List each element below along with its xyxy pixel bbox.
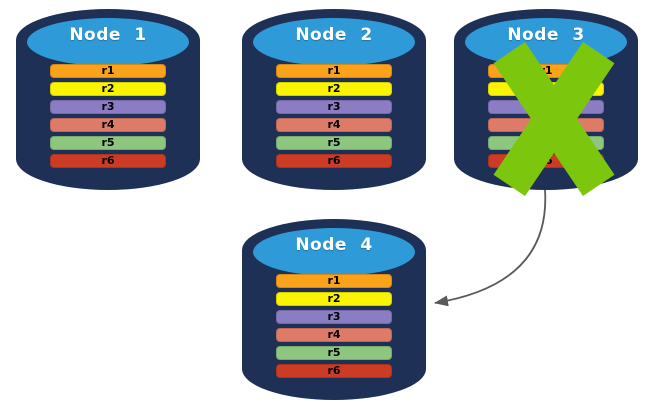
node-title: Node 3	[507, 25, 585, 45]
failure-x-icon	[493, 42, 615, 196]
node-title: Node 2	[295, 25, 373, 45]
replica-row-r3: r3	[50, 100, 166, 114]
replica-row-r2: r2	[50, 82, 166, 96]
replica-row-r6: r6	[50, 154, 166, 168]
replica-row-r6: r6	[276, 154, 392, 168]
replica-rows: r1 r2 r3 r4 r5 r6	[276, 64, 392, 172]
node-4: Node 4 r1 r2 r3 r4 r5 r6	[240, 216, 428, 402]
replica-row-r2: r2	[276, 82, 392, 96]
replica-row-r1: r1	[276, 274, 392, 288]
replica-rows: r1 r2 r3 r4 r5 r6	[50, 64, 166, 172]
node-title: Node 1	[69, 25, 147, 45]
node-1: Node 1 r1 r2 r3 r4 r5 r6	[14, 6, 202, 192]
replica-row-r1: r1	[276, 64, 392, 78]
node-title: Node 4	[295, 235, 373, 255]
replica-row-r2: r2	[276, 292, 392, 306]
replica-row-r4: r4	[276, 118, 392, 132]
replica-row-r1: r1	[50, 64, 166, 78]
replica-row-r5: r5	[276, 136, 392, 150]
replica-rows: r1 r2 r3 r4 r5 r6	[276, 274, 392, 382]
replica-row-r4: r4	[50, 118, 166, 132]
replica-row-r4: r4	[276, 328, 392, 342]
replica-row-r6: r6	[276, 364, 392, 378]
replica-row-r5: r5	[276, 346, 392, 360]
node-2: Node 2 r1 r2 r3 r4 r5 r6	[240, 6, 428, 192]
replica-row-r5: r5	[50, 136, 166, 150]
replica-row-r3: r3	[276, 100, 392, 114]
replica-row-r3: r3	[276, 310, 392, 324]
failover-arrow	[434, 189, 547, 307]
